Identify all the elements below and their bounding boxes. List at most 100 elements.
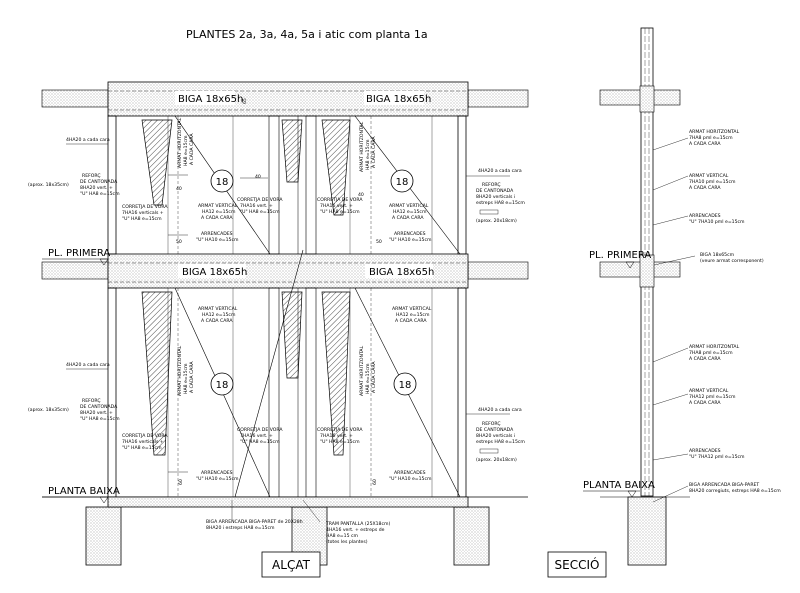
svg-text:"U" HA8 e=15cm: "U" HA8 e=15cm (122, 445, 162, 451)
svg-text:8HA20 vert. +: 8HA20 vert. + (80, 410, 113, 416)
svg-text:DE CANTONADA: DE CANTONADA (476, 188, 514, 194)
svg-text:ARMAT HORITZONTAL: ARMAT HORITZONTAL (689, 129, 740, 135)
svg-text:DE CANTONADA: DE CANTONADA (80, 179, 118, 185)
level-planta-baixa: PLANTA BAIXA (42, 486, 120, 504)
beam-lower (107, 253, 469, 289)
svg-text:HA8 e=15cm: HA8 e=15cm (183, 363, 189, 394)
svg-text:7HA16 vert. +: 7HA16 vert. + (240, 433, 273, 439)
section-label: SECCIÓ (547, 551, 607, 578)
svg-text:4HA20 a cada cara: 4HA20 a cada cara (478, 407, 522, 413)
svg-text:7HA10 pml e=15cm: 7HA10 pml e=15cm (689, 179, 736, 185)
wall-mark-lower-left: 18 (210, 372, 234, 396)
svg-text:ARMAT VERTICAL: ARMAT VERTICAL (198, 306, 238, 312)
svg-text:"U" 7HA10 pml e=15cm: "U" 7HA10 pml e=15cm (689, 219, 745, 225)
svg-text:CORRETJA DE VORA: CORRETJA DE VORA (237, 197, 283, 203)
svg-text:CORRETJA DE VORA: CORRETJA DE VORA (237, 427, 283, 433)
svg-text:BIGA 18x65cm: BIGA 18x65cm (700, 252, 735, 258)
svg-text:CORRETJA DE VORA: CORRETJA DE VORA (317, 427, 363, 433)
svg-text:18: 18 (216, 177, 229, 188)
svg-text:PL. PRIMERA: PL. PRIMERA (589, 250, 651, 261)
dim-60-lower: 60 (178, 479, 184, 485)
level-pl-primera: PL. PRIMERA (42, 248, 110, 266)
beam-upper (107, 81, 469, 117)
right-note-upper: 4HA20 a cada cara REFORÇ DE CANTONADA 8H… (466, 168, 525, 224)
level-pl-primera-section: PL. PRIMERA (589, 250, 651, 269)
armat-vertical-lower-left: ARMAT VERTICAL HA12 e=15cm A CADA CARA (198, 306, 238, 324)
beam-label-upper-right: BIGA 18x65h (366, 94, 431, 105)
svg-text:BIGA ARRENCADA BIGA-PARET: BIGA ARRENCADA BIGA-PARET (689, 482, 759, 488)
svg-text:A CADA CARA: A CADA CARA (189, 133, 195, 165)
svg-text:ARRENCADES: ARRENCADES (689, 213, 721, 219)
svg-text:4HA16 vert. + estreps de: 4HA16 vert. + estreps de (326, 527, 385, 533)
svg-text:18: 18 (216, 380, 229, 391)
svg-text:CORRETJA DE VORA: CORRETJA DE VORA (317, 197, 363, 203)
svg-text:(totes les plantes): (totes les plantes) (326, 539, 368, 545)
svg-text:HA8 e=15cm: HA8 e=15cm (365, 363, 371, 394)
right-note-lower: 4HA20 a cada cara REFORÇ DE CANTONADA 8H… (466, 407, 525, 463)
section-note-biga-arrencada: BIGA ARRENCADA BIGA-PARET 8HA20 corregiu… (689, 482, 781, 494)
corretja-upper-mid: CORRETJA DE VORA 7HA16 vert. + "U" HA8 e… (237, 197, 283, 215)
svg-text:A CADA CARA: A CADA CARA (392, 215, 424, 221)
svg-text:HA12 e=15cm: HA12 e=15cm (393, 209, 427, 215)
svg-text:DE CANTONADA: DE CANTONADA (476, 427, 514, 433)
armat-horitzontal-lower-right: ARMAT HORITZONTAL HA8 e=15cm A CADA CARA (359, 345, 377, 396)
svg-text:ARMAT VERTICAL: ARMAT VERTICAL (392, 306, 432, 312)
svg-text:CORRETJA DE VORA: CORRETJA DE VORA (122, 433, 168, 439)
note-biga-arrencada: BIGA ARRENCADA BIGA-PARET de 20X28h 8HA2… (206, 500, 303, 531)
svg-text:8HA20 verticals i: 8HA20 verticals i (476, 433, 515, 439)
svg-text:HA12 e=15cm: HA12 e=15cm (202, 312, 236, 318)
svg-text:7HA16 verticals +: 7HA16 verticals + (122, 439, 164, 445)
beam-label-lower-right: BIGA 18x65h (369, 267, 434, 278)
svg-text:A CADA CARA: A CADA CARA (689, 356, 721, 362)
svg-text:PL. PRIMERA: PL. PRIMERA (48, 248, 110, 259)
svg-text:8HA20 vert. +: 8HA20 vert. + (80, 185, 113, 191)
corretja-lower-left: CORRETJA DE VORA 7HA16 verticals + "U" H… (122, 433, 168, 451)
svg-text:A CADA CARA: A CADA CARA (689, 185, 721, 191)
svg-text:"U" HA8 e=15cm: "U" HA8 e=15cm (320, 439, 360, 445)
svg-text:"U" HA10 e=15cm: "U" HA10 e=15cm (196, 237, 239, 243)
svg-text:4HA20 a cada cara: 4HA20 a cada cara (66, 137, 110, 143)
svg-text:8HA20 i estreps HA8 e=15cm: 8HA20 i estreps HA8 e=15cm (206, 525, 275, 531)
dim-40-upper-right: 40 (358, 192, 364, 198)
svg-text:7HA16 vert. +: 7HA16 vert. + (240, 203, 273, 209)
elevation: BIGA 18x65h BIGA 18x65h BIGA 18x65h BIGA… (28, 81, 529, 578)
svg-text:REFORÇ: REFORÇ (82, 398, 101, 404)
svg-text:4HA20 a cada cara: 4HA20 a cada cara (66, 362, 110, 368)
svg-text:"U" HA8 e=15cm: "U" HA8 e=15cm (80, 191, 120, 197)
svg-text:REFORÇ: REFORÇ (482, 421, 501, 427)
section-note-arrencades-2: ARRENCADES "U" 7HA12 pml e=15cm (689, 448, 745, 460)
note-tram-pantalla: TRAM PANTALLA (25X18cm) 4HA16 vert. + es… (302, 499, 390, 545)
svg-text:CORRETJA DE VORA: CORRETJA DE VORA (122, 204, 168, 210)
svg-text:"U" HA8 e=15cm: "U" HA8 e=15cm (80, 416, 120, 422)
svg-text:"U" 7HA12 pml e=15cm: "U" 7HA12 pml e=15cm (689, 454, 745, 460)
svg-text:ARRENCADES: ARRENCADES (201, 231, 233, 237)
armat-horitzontal-upper-left: ARMAT HORITZONTAL HA8 e=15cm A CADA CARA (177, 117, 195, 168)
svg-text:ARRENCADES: ARRENCADES (201, 470, 233, 476)
arrencades-upper-right: ARRENCADES "U" HA10 e=15cm (389, 231, 432, 243)
svg-text:A CADA CARA: A CADA CARA (371, 136, 377, 168)
svg-text:DE CANTONADA: DE CANTONADA (80, 404, 118, 410)
hatched-edge-lower (141, 291, 351, 456)
svg-text:7HA8 pml e=15cm: 7HA8 pml e=15cm (689, 350, 733, 356)
corretja-lower-right: CORRETJA DE VORA 7HA16 vert. + "U" HA8 e… (317, 427, 363, 445)
svg-text:REFORÇ: REFORÇ (82, 173, 101, 179)
svg-text:(aprox. 18x35cm): (aprox. 18x35cm) (28, 182, 69, 188)
corretja-upper-right: CORRETJA DE VORA 7HA16 vert. + "U" HA8 e… (317, 197, 363, 215)
svg-text:ARMAT VERTICAL: ARMAT VERTICAL (198, 203, 238, 209)
armat-horitzontal-lower-left: ARMAT HORITZONTAL HA8 e=15cm A CADA CARA (177, 345, 195, 396)
hatched-edge-upper (141, 119, 351, 216)
armat-horitzontal-upper-right: ARMAT HORITZONTAL HA8 e=15cm A CADA CARA (359, 121, 377, 172)
svg-text:A CADA CARA: A CADA CARA (689, 141, 721, 147)
section-note-armat-vertical-2: ARMAT VERTICAL 7HA12 pml e=15cm A CADA C… (689, 388, 736, 406)
corretja-lower-mid: CORRETJA DE VORA 7HA16 vert. + "U" HA8 e… (237, 427, 283, 445)
left-note-lower: 4HA20 a cada cara (aprox. 18x35cm) REFOR… (28, 362, 120, 422)
svg-text:(aprox. 18x35cm): (aprox. 18x35cm) (28, 407, 69, 413)
dim-40-upper-left: 40 (176, 186, 182, 192)
svg-text:ARRENCADES: ARRENCADES (689, 448, 721, 454)
dim-60-lower-right: 60 (372, 479, 378, 485)
svg-text:7HA16 verticals +: 7HA16 verticals + (122, 210, 164, 216)
svg-text:ARMAT VERTICAL: ARMAT VERTICAL (689, 388, 729, 394)
svg-text:"U" HA10 e=15cm: "U" HA10 e=15cm (389, 476, 432, 482)
svg-text:HA8 e=15cm: HA8 e=15cm (183, 135, 189, 166)
